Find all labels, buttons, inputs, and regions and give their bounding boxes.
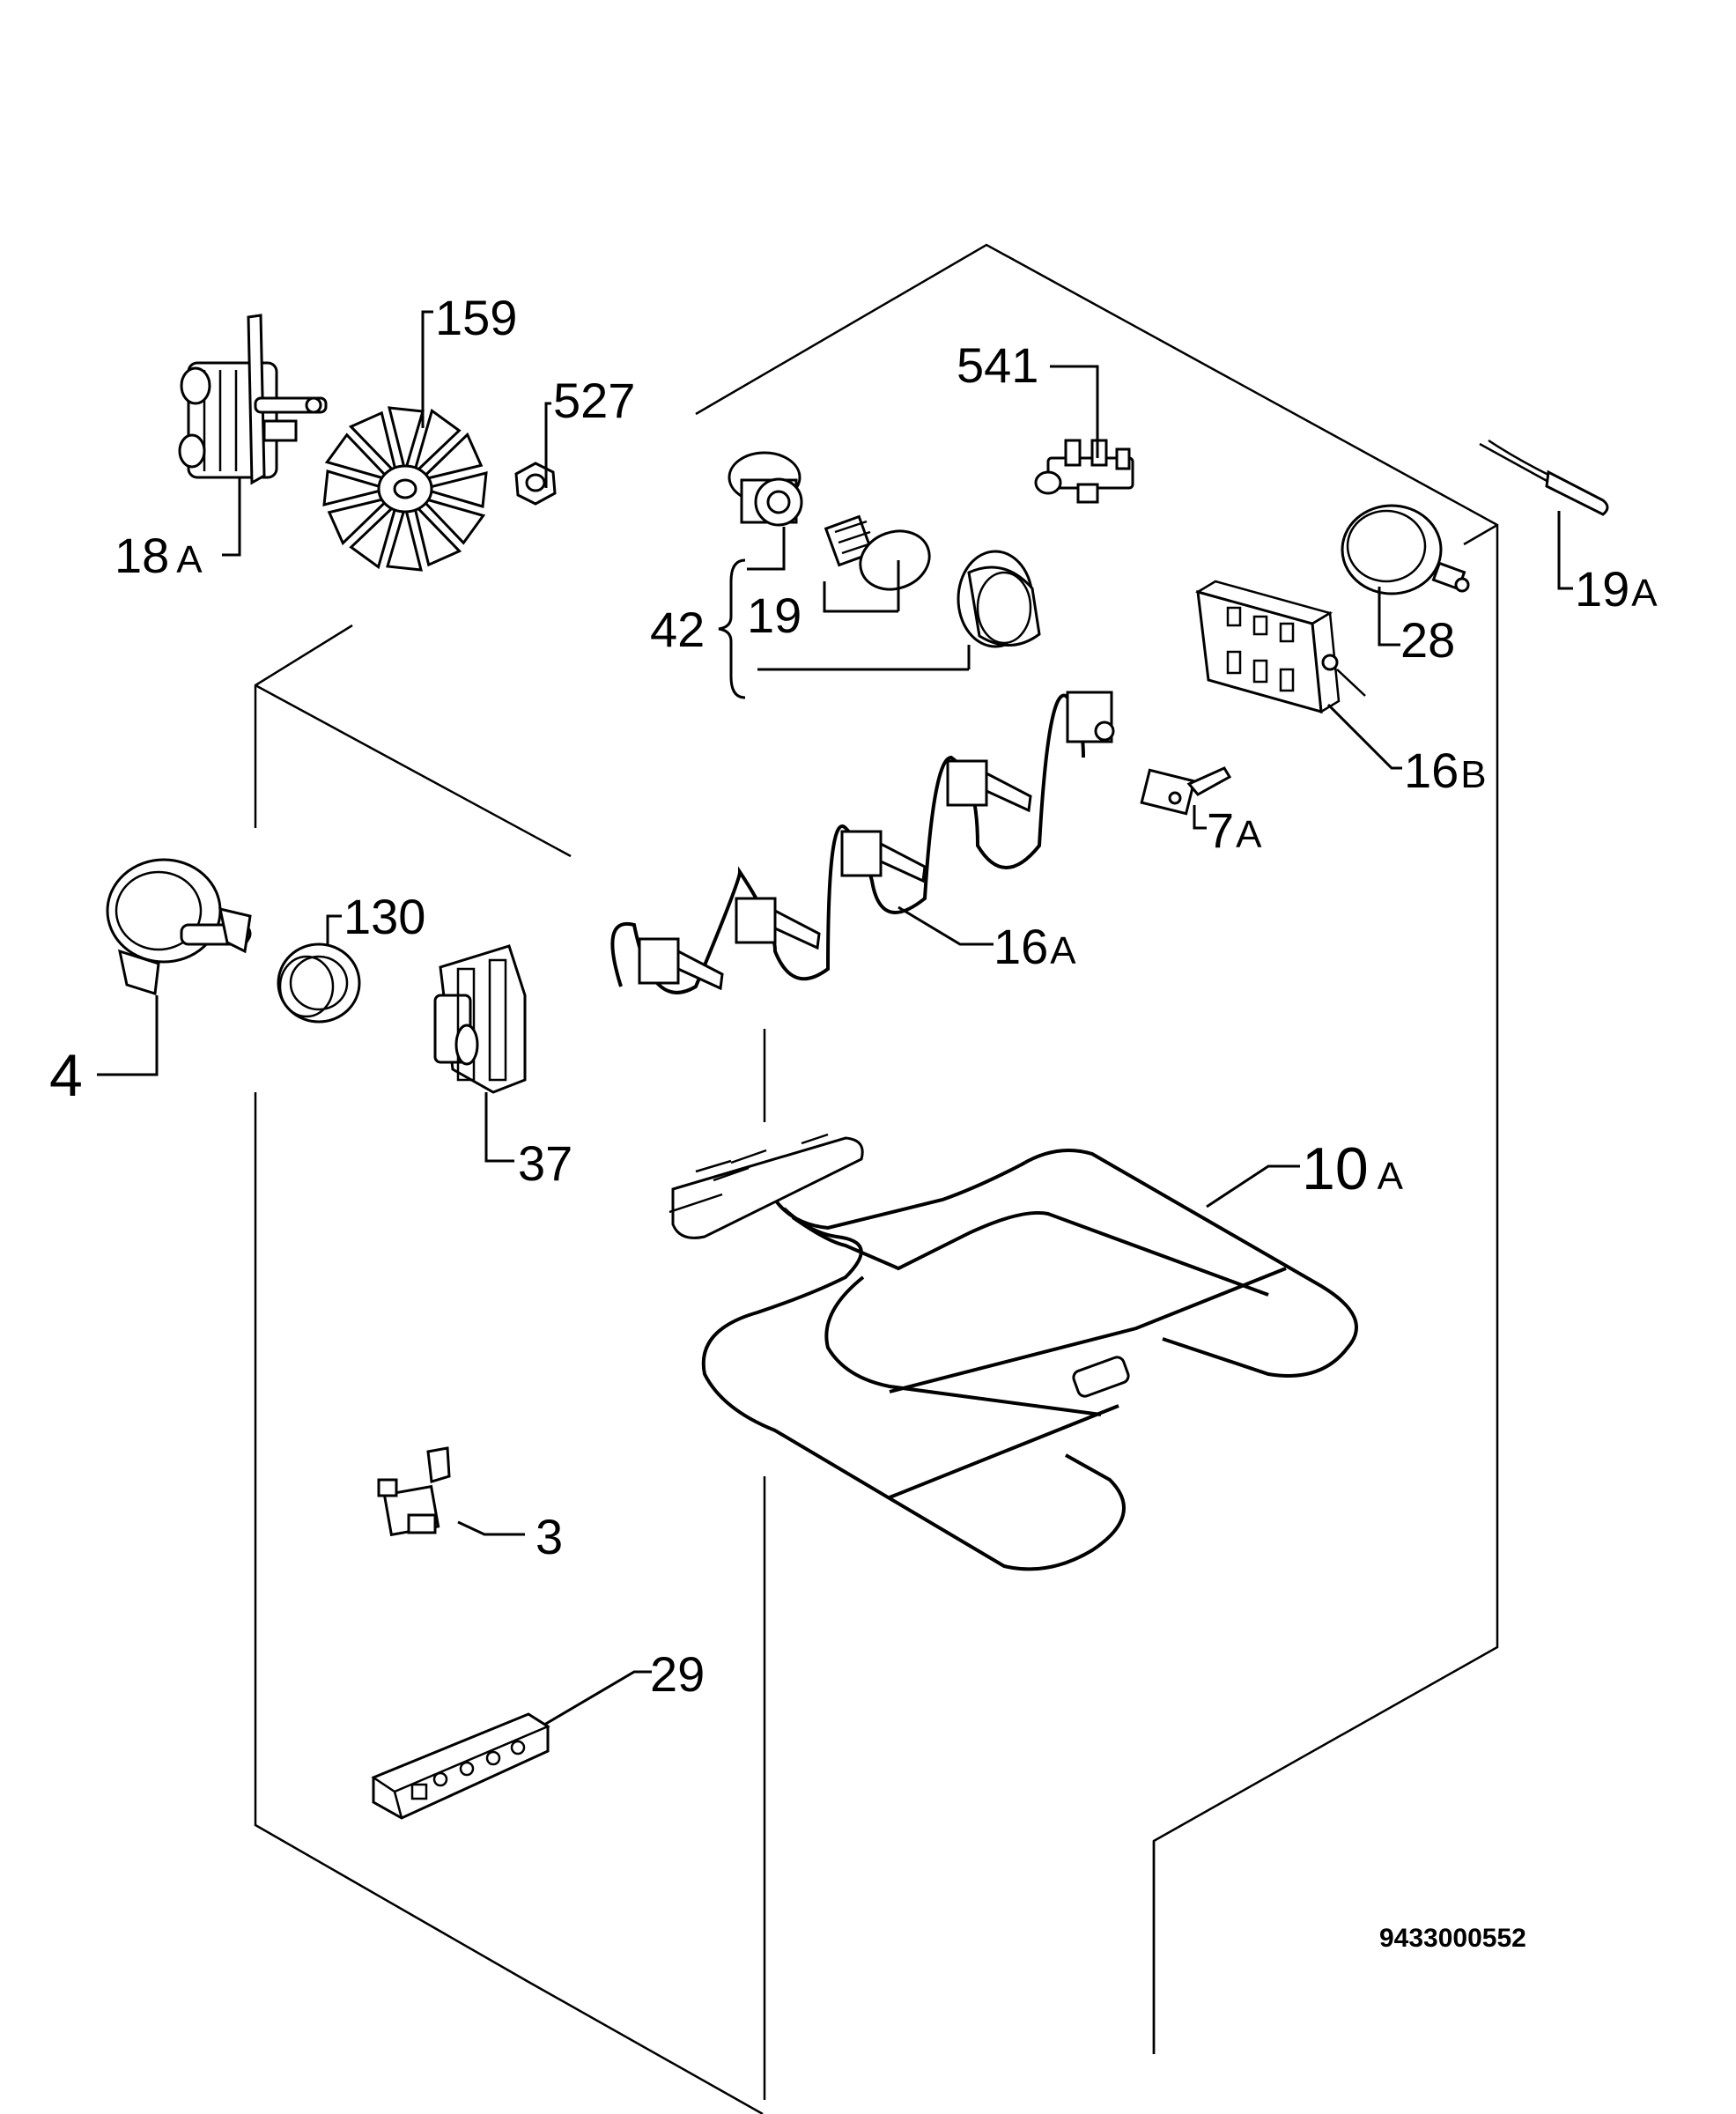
label-29: 29	[650, 1646, 705, 1702]
label-28: 28	[1400, 612, 1455, 668]
label-527: 527	[553, 373, 635, 428]
temperature-sensor-part	[1479, 439, 1609, 516]
label-42: 42	[650, 602, 705, 657]
lamp-bulb-part	[824, 514, 931, 591]
label-7a: 7A	[1207, 802, 1262, 858]
oven-cabinet-outline	[254, 243, 1499, 2114]
group-brace-42	[718, 558, 746, 699]
label-16b: 16B	[1404, 743, 1487, 798]
thermostat-part	[1341, 504, 1470, 595]
document-number: 9433000552	[1379, 1924, 1526, 1953]
control-assembly-part	[610, 691, 1115, 994]
selector-switch-part	[1194, 580, 1366, 714]
nut-part	[514, 462, 557, 506]
label-541: 541	[957, 337, 1038, 393]
label-37: 37	[518, 1135, 573, 1191]
bracket-part	[433, 944, 527, 1094]
door-switch-part	[1140, 766, 1232, 816]
connector-clip-part	[377, 1446, 451, 1537]
label-19: 19	[747, 588, 802, 643]
label-3: 3	[536, 1509, 563, 1564]
leader-lines	[97, 310, 1573, 1726]
label-159: 159	[435, 290, 517, 345]
lamp-cover-part	[957, 550, 1041, 648]
terminal-part	[1034, 439, 1134, 504]
fan-motor-part	[178, 314, 328, 485]
label-19a: 19A	[1575, 561, 1658, 617]
fan-blade-part	[322, 406, 488, 572]
label-130: 130	[344, 889, 425, 944]
terminal-block-part	[371, 1712, 550, 1820]
heating-element-part	[669, 1133, 1358, 1571]
lamp-holder-part	[728, 451, 803, 527]
label-4: 4	[49, 1042, 83, 1109]
label-16a: 16A	[994, 919, 1076, 974]
turnspit-motor-part	[106, 858, 252, 995]
gasket-ring-part	[277, 942, 361, 1024]
